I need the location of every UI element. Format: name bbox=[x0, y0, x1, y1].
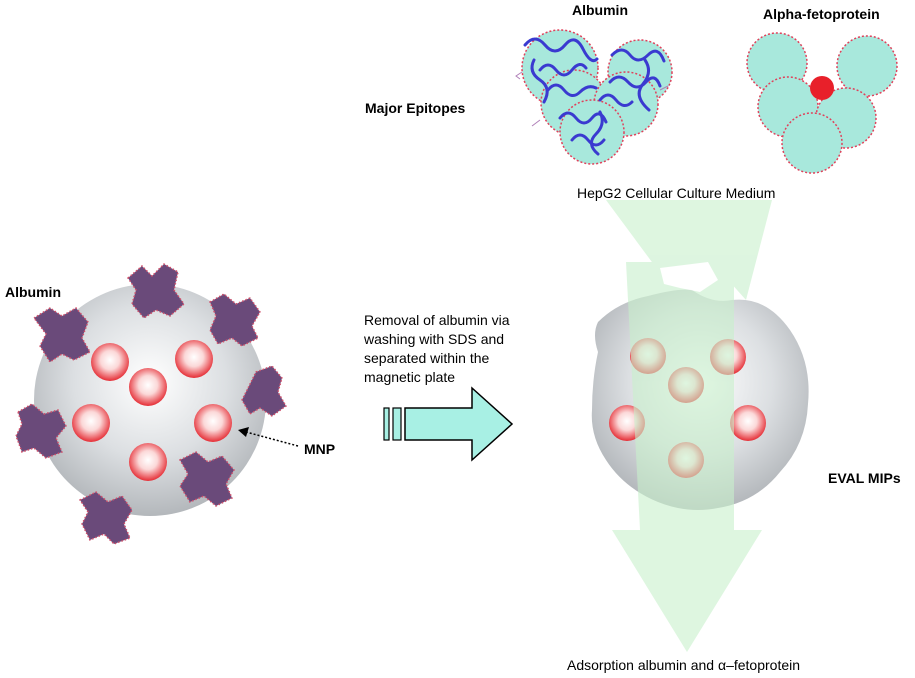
hepg2-label: HepG2 Cellular Culture Medium bbox=[577, 185, 776, 201]
afp-epitope-circles-icon bbox=[746, 32, 898, 174]
mnp-pointer-arrow bbox=[238, 427, 299, 447]
albumin-molecule bbox=[32, 307, 92, 364]
albumin-molecule bbox=[241, 365, 287, 417]
flow-arrow-icon bbox=[606, 200, 772, 652]
mnp-label: MNP bbox=[304, 441, 336, 457]
albumin-molecule bbox=[178, 451, 235, 507]
cavity bbox=[129, 368, 167, 406]
process-arrow-icon bbox=[383, 386, 514, 462]
albumin-molecule bbox=[127, 263, 186, 319]
albumin-molecule bbox=[78, 491, 133, 545]
cavity bbox=[72, 404, 110, 442]
major-epitopes-label: Major Epitopes bbox=[365, 100, 466, 116]
albumin-top-label: Albumin bbox=[572, 2, 628, 18]
albumin-protein-icon bbox=[515, 29, 673, 165]
eval-mips-label: EVAL MIPs bbox=[828, 470, 901, 486]
albumin-molecule bbox=[15, 403, 67, 459]
afp-top-label: Alpha-fetoprotein bbox=[763, 6, 880, 22]
removal-description: Removal of albumin via washing with SDS … bbox=[364, 312, 510, 385]
albumin-left-label: Albumin bbox=[5, 284, 61, 300]
cavity bbox=[91, 343, 129, 381]
mnp-sphere-icon bbox=[15, 263, 287, 545]
cavity bbox=[129, 443, 167, 481]
cavity bbox=[194, 404, 232, 442]
adsorption-label: Adsorption albumin and α–fetoprotein bbox=[567, 657, 801, 673]
albumin-molecule bbox=[209, 293, 261, 347]
cavity bbox=[730, 405, 766, 441]
cavity bbox=[175, 340, 213, 378]
